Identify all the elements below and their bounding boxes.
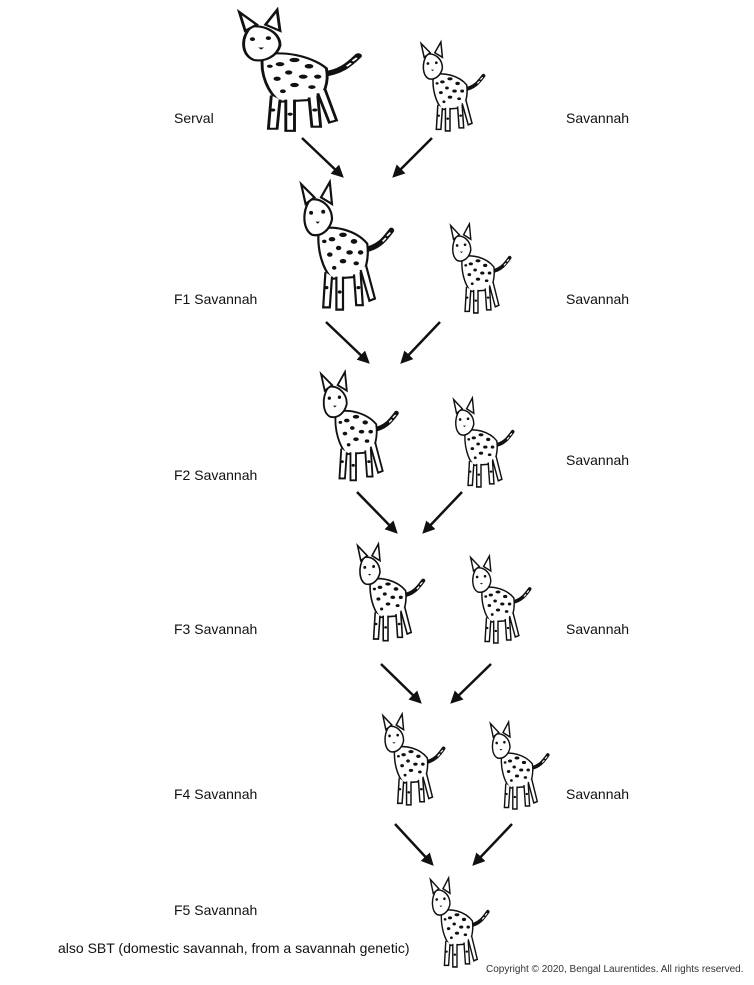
generation-label-f4: F4 Savannah — [174, 786, 258, 802]
arrow-icon — [380, 663, 422, 704]
arrow-icon — [472, 823, 513, 866]
savannah-cat-icon-4 — [488, 720, 550, 811]
arrow-icon — [400, 321, 441, 364]
sbt-note: also SBT (domestic savannah, from a sava… — [58, 940, 410, 956]
savannah-cat-icon-3 — [468, 554, 532, 645]
arrow-icon — [422, 491, 463, 534]
arrow-icon — [356, 491, 398, 534]
f5-cat-icon — [428, 876, 490, 969]
f2-cat-icon — [321, 372, 396, 480]
generation-label-f3: F3 Savannah — [174, 621, 258, 637]
partner-label-2: Savannah — [566, 452, 630, 468]
f3-cat-icon — [358, 544, 424, 641]
savannah-cat-icon-0 — [419, 40, 486, 133]
arrow-icon — [325, 321, 370, 364]
generation-label-f1: F1 Savannah — [174, 291, 258, 307]
savannah-cat-icon-2 — [451, 396, 515, 489]
partner-label-1: Savannah — [566, 291, 630, 307]
partner-label-3: Savannah — [566, 621, 630, 637]
partner-label-0: Savannah — [566, 110, 630, 126]
generation-label-f5: F5 Savannah — [174, 902, 258, 918]
savannah-cat-icon-1 — [448, 222, 512, 315]
partner-label-4: Savannah — [566, 786, 630, 802]
serval-cat-icon — [239, 10, 358, 131]
f4-cat-icon — [380, 712, 446, 807]
generation-label-f2: F2 Savannah — [174, 467, 258, 483]
arrow-icon — [301, 137, 344, 178]
copyright-text: Copyright © 2020, Bengal Laurentides. Al… — [486, 964, 744, 975]
arrow-icon — [394, 823, 434, 866]
f1-cat-icon — [301, 182, 391, 310]
generation-label-serval: Serval — [174, 110, 214, 126]
arrow-icon — [450, 663, 492, 704]
arrow-icon — [392, 137, 433, 178]
